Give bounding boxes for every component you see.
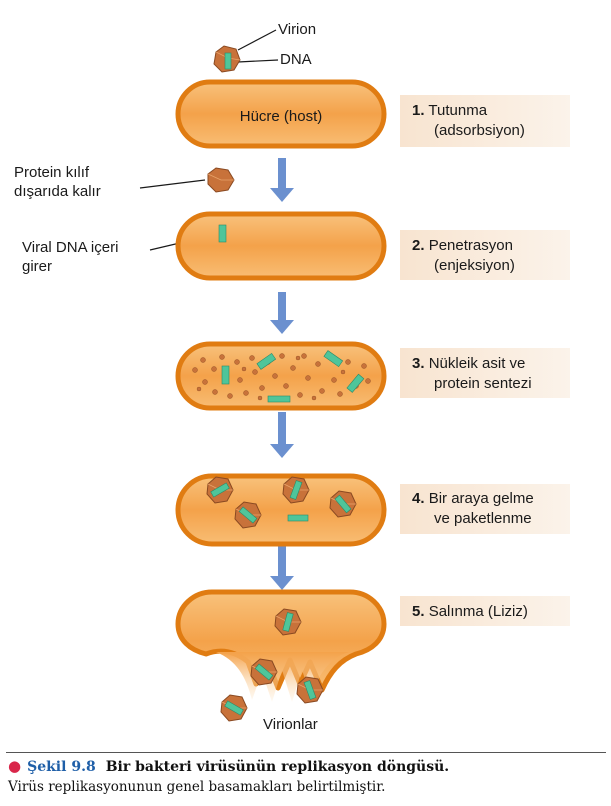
figure-number: Şekil 9.8 bbox=[27, 759, 96, 775]
virions-label: Virionlar bbox=[263, 716, 318, 733]
step-3-sublabel: protein sentezi bbox=[434, 375, 532, 392]
virion-attaching bbox=[213, 45, 241, 73]
caption-divider bbox=[6, 752, 606, 753]
figure-description: Virüs replikasyonunun genel basamakları … bbox=[8, 779, 386, 795]
caption-heading: ● Şekil 9.8 Bir bakteri virüsünün replikas… bbox=[8, 757, 608, 775]
viral-dna-label-2: girer bbox=[22, 258, 52, 275]
assembled-virions bbox=[206, 476, 357, 529]
step-1-label: 1. Tutunma bbox=[412, 102, 488, 119]
figure-caption: ● Şekil 9.8 Bir bakteri virüsünün replikas… bbox=[8, 757, 608, 795]
arrow-1-2 bbox=[270, 158, 294, 202]
arrow-3-4 bbox=[270, 412, 294, 458]
protein-coat-label-2: dışarıda kalır bbox=[14, 183, 101, 200]
dna-copies bbox=[221, 350, 365, 403]
empty-capsid bbox=[207, 167, 235, 193]
step-arrows bbox=[270, 158, 294, 590]
step-label-backgrounds bbox=[400, 95, 570, 626]
viral-dna-label: Viral DNA içeri bbox=[22, 239, 118, 256]
step-2-sublabel: (enjeksiyon) bbox=[434, 257, 515, 274]
figure-title: Bir bakteri virüsünün replikasyon döngüs… bbox=[105, 759, 450, 775]
host-cell-step-2 bbox=[175, 211, 387, 281]
host-cell-step-5 bbox=[175, 589, 387, 702]
virion-label: Virion bbox=[278, 21, 316, 38]
replication-cycle-diagram: 1. Tutunma (adsorbsiyon) 2. Penetrasyon … bbox=[14, 21, 570, 733]
step-2-label: 2. Penetrasyon bbox=[412, 237, 513, 254]
host-cell-step-1 bbox=[175, 79, 387, 149]
step-1-sublabel: (adsorbsiyon) bbox=[434, 122, 525, 139]
viral-dna-injected bbox=[218, 224, 227, 243]
step-4-sublabel: ve paketlenme bbox=[434, 510, 532, 527]
protein-coat-label: Protein kılıf bbox=[14, 164, 90, 181]
arrow-4-5 bbox=[270, 546, 294, 590]
step-5-label: 5. Salınma (Liziz) bbox=[412, 603, 528, 620]
step-4-label: 4. Bir araya gelme bbox=[412, 490, 534, 507]
host-cell-label: Hücre (host) bbox=[240, 108, 323, 125]
step-3-label: 3. Nükleik asit ve bbox=[412, 355, 525, 372]
dna-label: DNA bbox=[280, 51, 312, 68]
released-virions bbox=[220, 608, 324, 722]
bullet-icon: ● bbox=[8, 757, 22, 775]
arrow-2-3 bbox=[270, 292, 294, 334]
